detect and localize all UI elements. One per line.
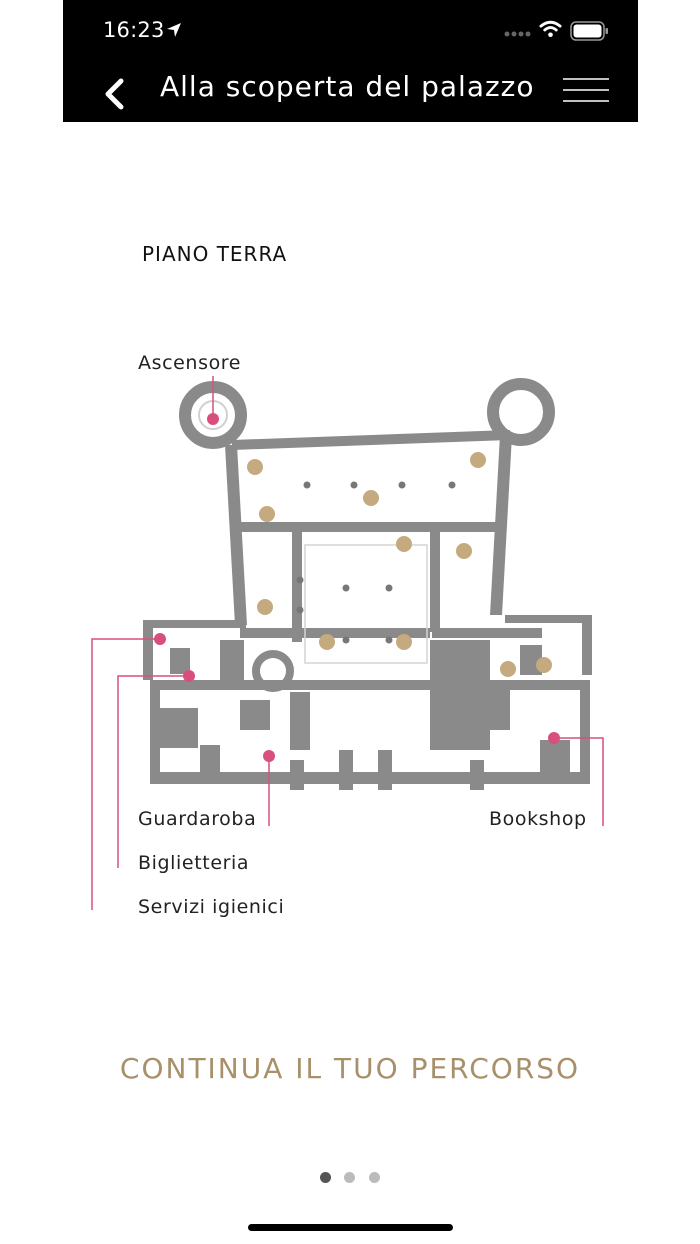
continue-tour-button[interactable]: CONTINUA IL TUO PERCORSO (119, 1052, 581, 1085)
elevator-pin[interactable] (207, 413, 219, 425)
room-marker[interactable] (396, 536, 412, 552)
stairwell-left (252, 650, 294, 692)
home-indicator[interactable] (248, 1224, 453, 1231)
location-arrow-icon (167, 23, 181, 37)
room-marker[interactable] (500, 661, 516, 677)
status-time: 16:23 (103, 18, 165, 42)
service-pins (154, 413, 560, 762)
room-marker[interactable] (363, 490, 379, 506)
building-walls (143, 430, 592, 790)
page-indicator[interactable] (319, 1172, 381, 1184)
floor-plan-drawing (91, 376, 604, 910)
room-marker[interactable] (536, 657, 552, 673)
room-marker[interactable] (247, 459, 263, 475)
bookshop-pin[interactable] (548, 732, 560, 744)
room-marker[interactable] (259, 506, 275, 522)
room-marker[interactable] (257, 599, 273, 615)
room-marker[interactable] (396, 634, 412, 650)
leader-lines (91, 376, 604, 910)
wifi-icon (539, 20, 562, 38)
battery-icon (570, 21, 608, 41)
floor-label: PIANO TERRA (142, 242, 288, 266)
page-dot[interactable] (344, 1172, 355, 1183)
header-bar: 16:23 Alla scoperta del palazzo (63, 0, 638, 122)
page-title: Alla scoperta del palazzo (160, 70, 535, 103)
courtyard (304, 544, 428, 664)
signal-dots-icon (504, 31, 531, 37)
page-dot-active[interactable] (320, 1172, 331, 1183)
floor-plan: Ascensore Guardaroba Bookshop Biglietter… (91, 352, 604, 918)
cloakroom-pin[interactable] (263, 750, 275, 762)
tower-right (487, 378, 555, 446)
label-restrooms[interactable]: Servizi igienici (138, 896, 285, 918)
hamburger-menu-icon[interactable] (561, 76, 611, 106)
columns (296, 481, 456, 644)
restrooms-pin[interactable] (154, 633, 166, 645)
back-button[interactable] (97, 72, 131, 116)
label-ticket-office[interactable]: Biglietteria (138, 852, 250, 874)
stairwell-right (444, 647, 484, 687)
label-bookshop[interactable]: Bookshop (489, 808, 587, 830)
room-marker[interactable] (319, 634, 335, 650)
label-cloakroom[interactable]: Guardaroba (138, 808, 257, 830)
label-elevator[interactable]: Ascensore (138, 352, 242, 374)
ticket-office-pin[interactable] (183, 670, 195, 682)
room-marker[interactable] (456, 543, 472, 559)
room-marker[interactable] (470, 452, 486, 468)
page-dot[interactable] (369, 1172, 380, 1183)
room-markers (247, 452, 552, 677)
